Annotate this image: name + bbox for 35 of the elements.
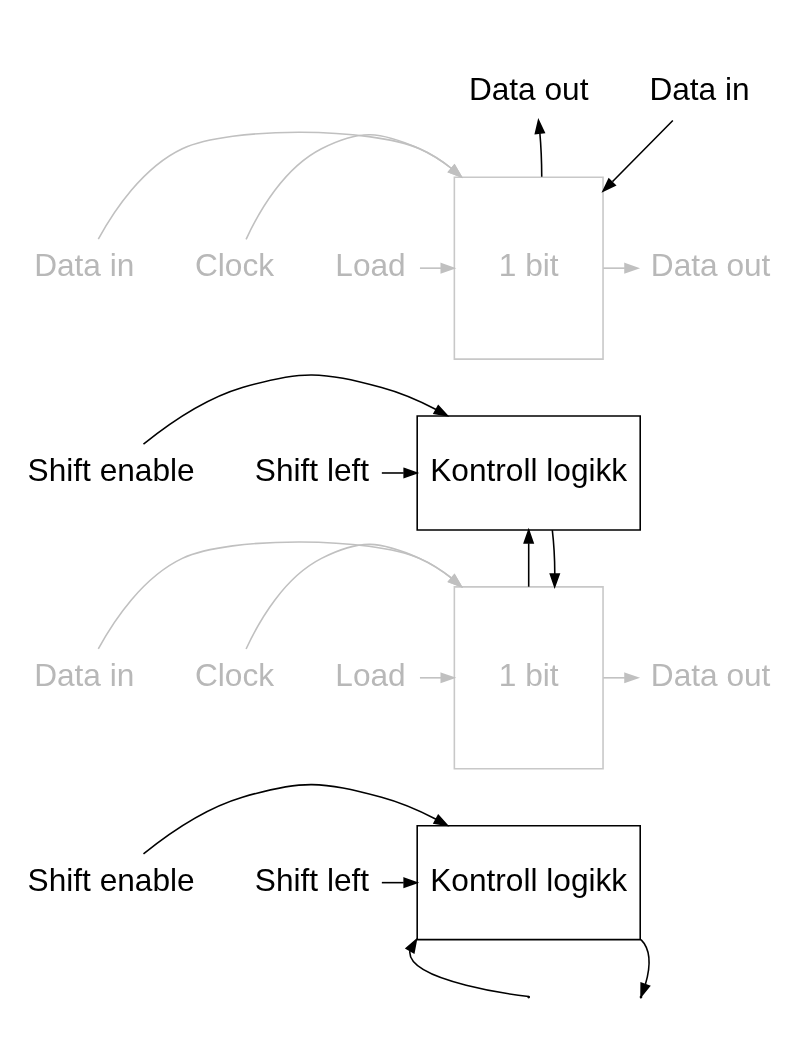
arrow (381, 876, 420, 888)
arrow (549, 528, 561, 589)
node-box: 1 bit (453, 585, 604, 770)
node-text: Clock (194, 656, 275, 693)
arrow (419, 671, 457, 683)
arrow (142, 373, 450, 445)
node-text: Load (335, 246, 406, 283)
node-text: Data out (468, 70, 589, 107)
node-text: Data in (34, 656, 135, 693)
arrow (523, 527, 535, 587)
node-text: Clock (194, 246, 275, 283)
node-box: 1 bit (453, 175, 604, 360)
node-text: Data out (650, 246, 771, 283)
arrow (601, 119, 674, 193)
arrow (602, 262, 641, 274)
arrow (97, 131, 464, 240)
arrow (97, 540, 464, 650)
arrow (404, 937, 530, 997)
node-text: Shift left (254, 861, 370, 898)
arrow (419, 262, 457, 274)
arrow (534, 117, 546, 177)
arrow (245, 133, 464, 240)
arrow (602, 671, 641, 683)
node-text: Data in (34, 246, 135, 283)
arrow (142, 783, 450, 855)
node-box: Kontroll logikk (416, 414, 641, 531)
arrow (245, 543, 464, 650)
node-text: Data out (650, 656, 771, 693)
node-text: Shift enable (27, 861, 195, 898)
node-text: Data in (649, 70, 750, 107)
node-text: Shift left (254, 451, 370, 488)
node-text: Load (335, 656, 406, 693)
node-box: Kontroll logikk (416, 824, 641, 940)
node-text: Shift enable (27, 451, 195, 488)
arrow (381, 466, 420, 479)
